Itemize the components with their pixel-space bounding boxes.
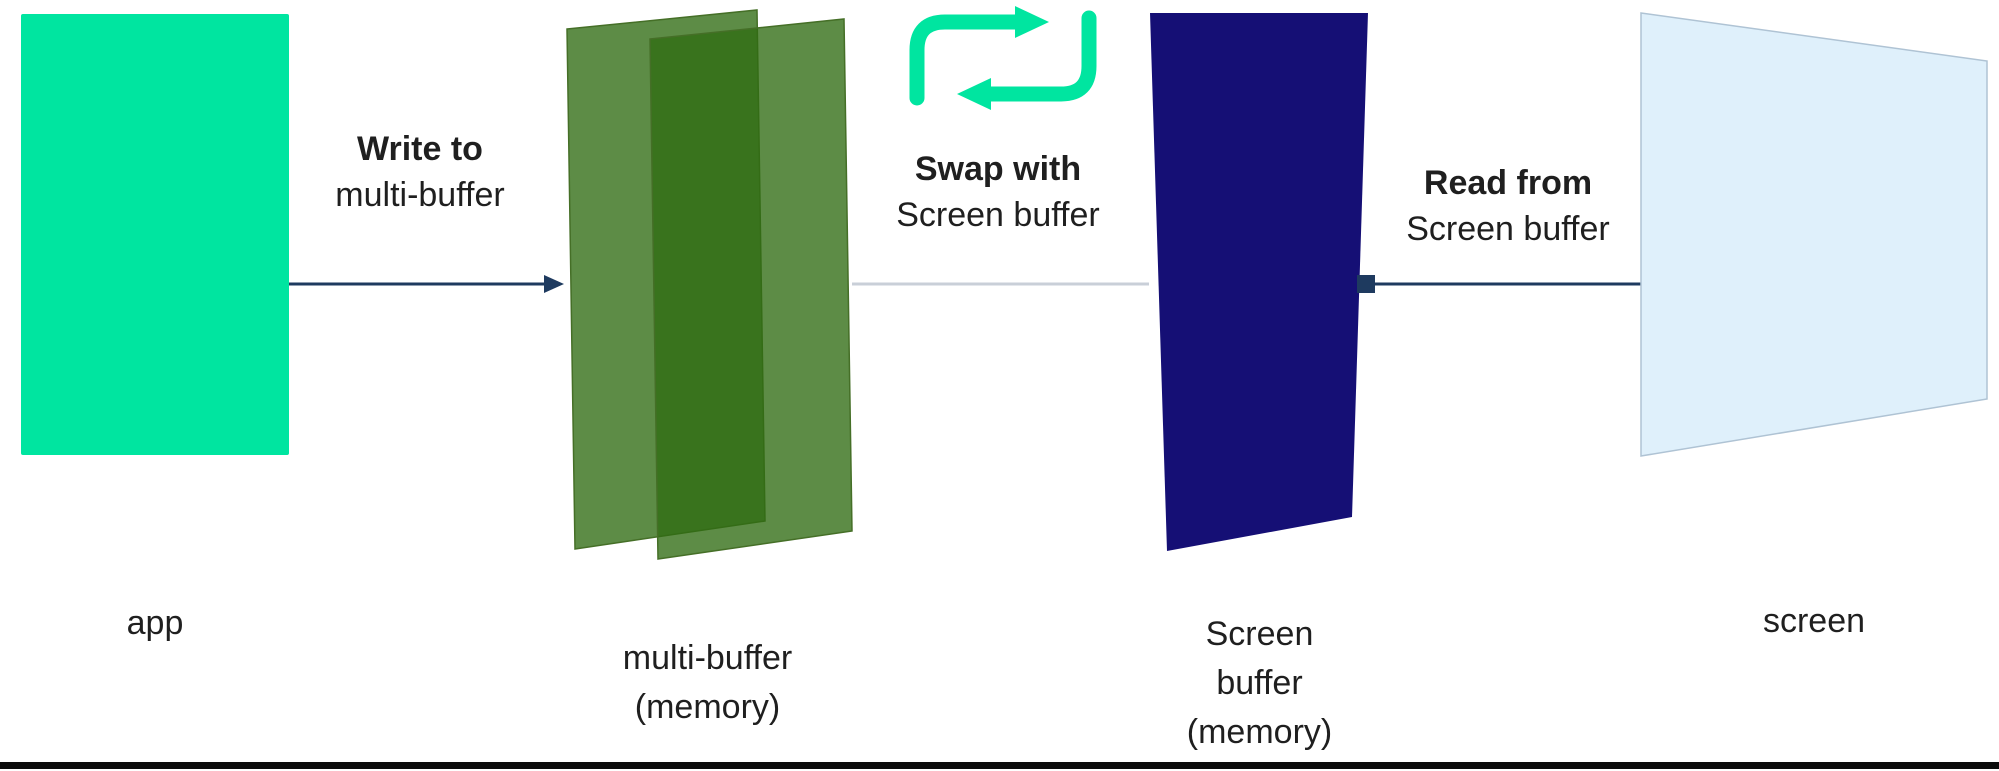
swap-loop-bottom-arrowhead bbox=[957, 78, 991, 110]
app-node-shape bbox=[21, 14, 289, 455]
screen-buffer-label-line3: (memory) bbox=[1186, 713, 1333, 751]
write-edge-label: Write to multi-buffer bbox=[255, 126, 585, 218]
read-edge-label-rest: Screen buffer bbox=[1406, 210, 1610, 248]
screen-node-shape bbox=[1640, 12, 1988, 457]
read-edge-label: Read from Screen buffer bbox=[1328, 160, 1688, 252]
screen-node-label: screen bbox=[1762, 602, 1866, 640]
multi-buffer-front-sheet bbox=[649, 18, 853, 560]
write-edge-label-bold: Write to bbox=[357, 130, 483, 168]
screen-buffer-node-label: Screen buffer (memory) bbox=[1092, 610, 1427, 757]
swap-loop-bottom-path bbox=[979, 10, 1097, 102]
read-edge-label-bold: Read from bbox=[1423, 164, 1593, 202]
write-edge-label-rest: multi-buffer bbox=[335, 176, 505, 214]
multi-buffer-node-label: multi-buffer (memory) bbox=[535, 634, 880, 732]
swap-edge-label-bold: Swap with bbox=[914, 150, 1082, 188]
swap-loop-top-path bbox=[909, 14, 1027, 106]
swap-edge-label: Swap with Screen buffer bbox=[818, 146, 1178, 238]
multi-buffer-label-line1: multi-buffer bbox=[622, 639, 793, 677]
swap-loop-icon bbox=[909, 6, 1097, 110]
swap-edge-label-rest: Screen buffer bbox=[896, 196, 1100, 234]
app-node-label: app bbox=[126, 604, 184, 642]
swap-loop-top-arrowhead bbox=[1015, 6, 1049, 38]
screen-buffer-label-line1: Screen bbox=[1205, 615, 1314, 653]
multi-buffer-label-line2: (memory) bbox=[634, 688, 781, 726]
write-arrow-head bbox=[544, 275, 564, 293]
bottom-baseline bbox=[0, 762, 1999, 769]
read-arrow-square-marker bbox=[1357, 275, 1375, 293]
screen-buffer-label-line2: buffer bbox=[1216, 664, 1303, 702]
screen-buffer-node-shape bbox=[1150, 13, 1368, 551]
